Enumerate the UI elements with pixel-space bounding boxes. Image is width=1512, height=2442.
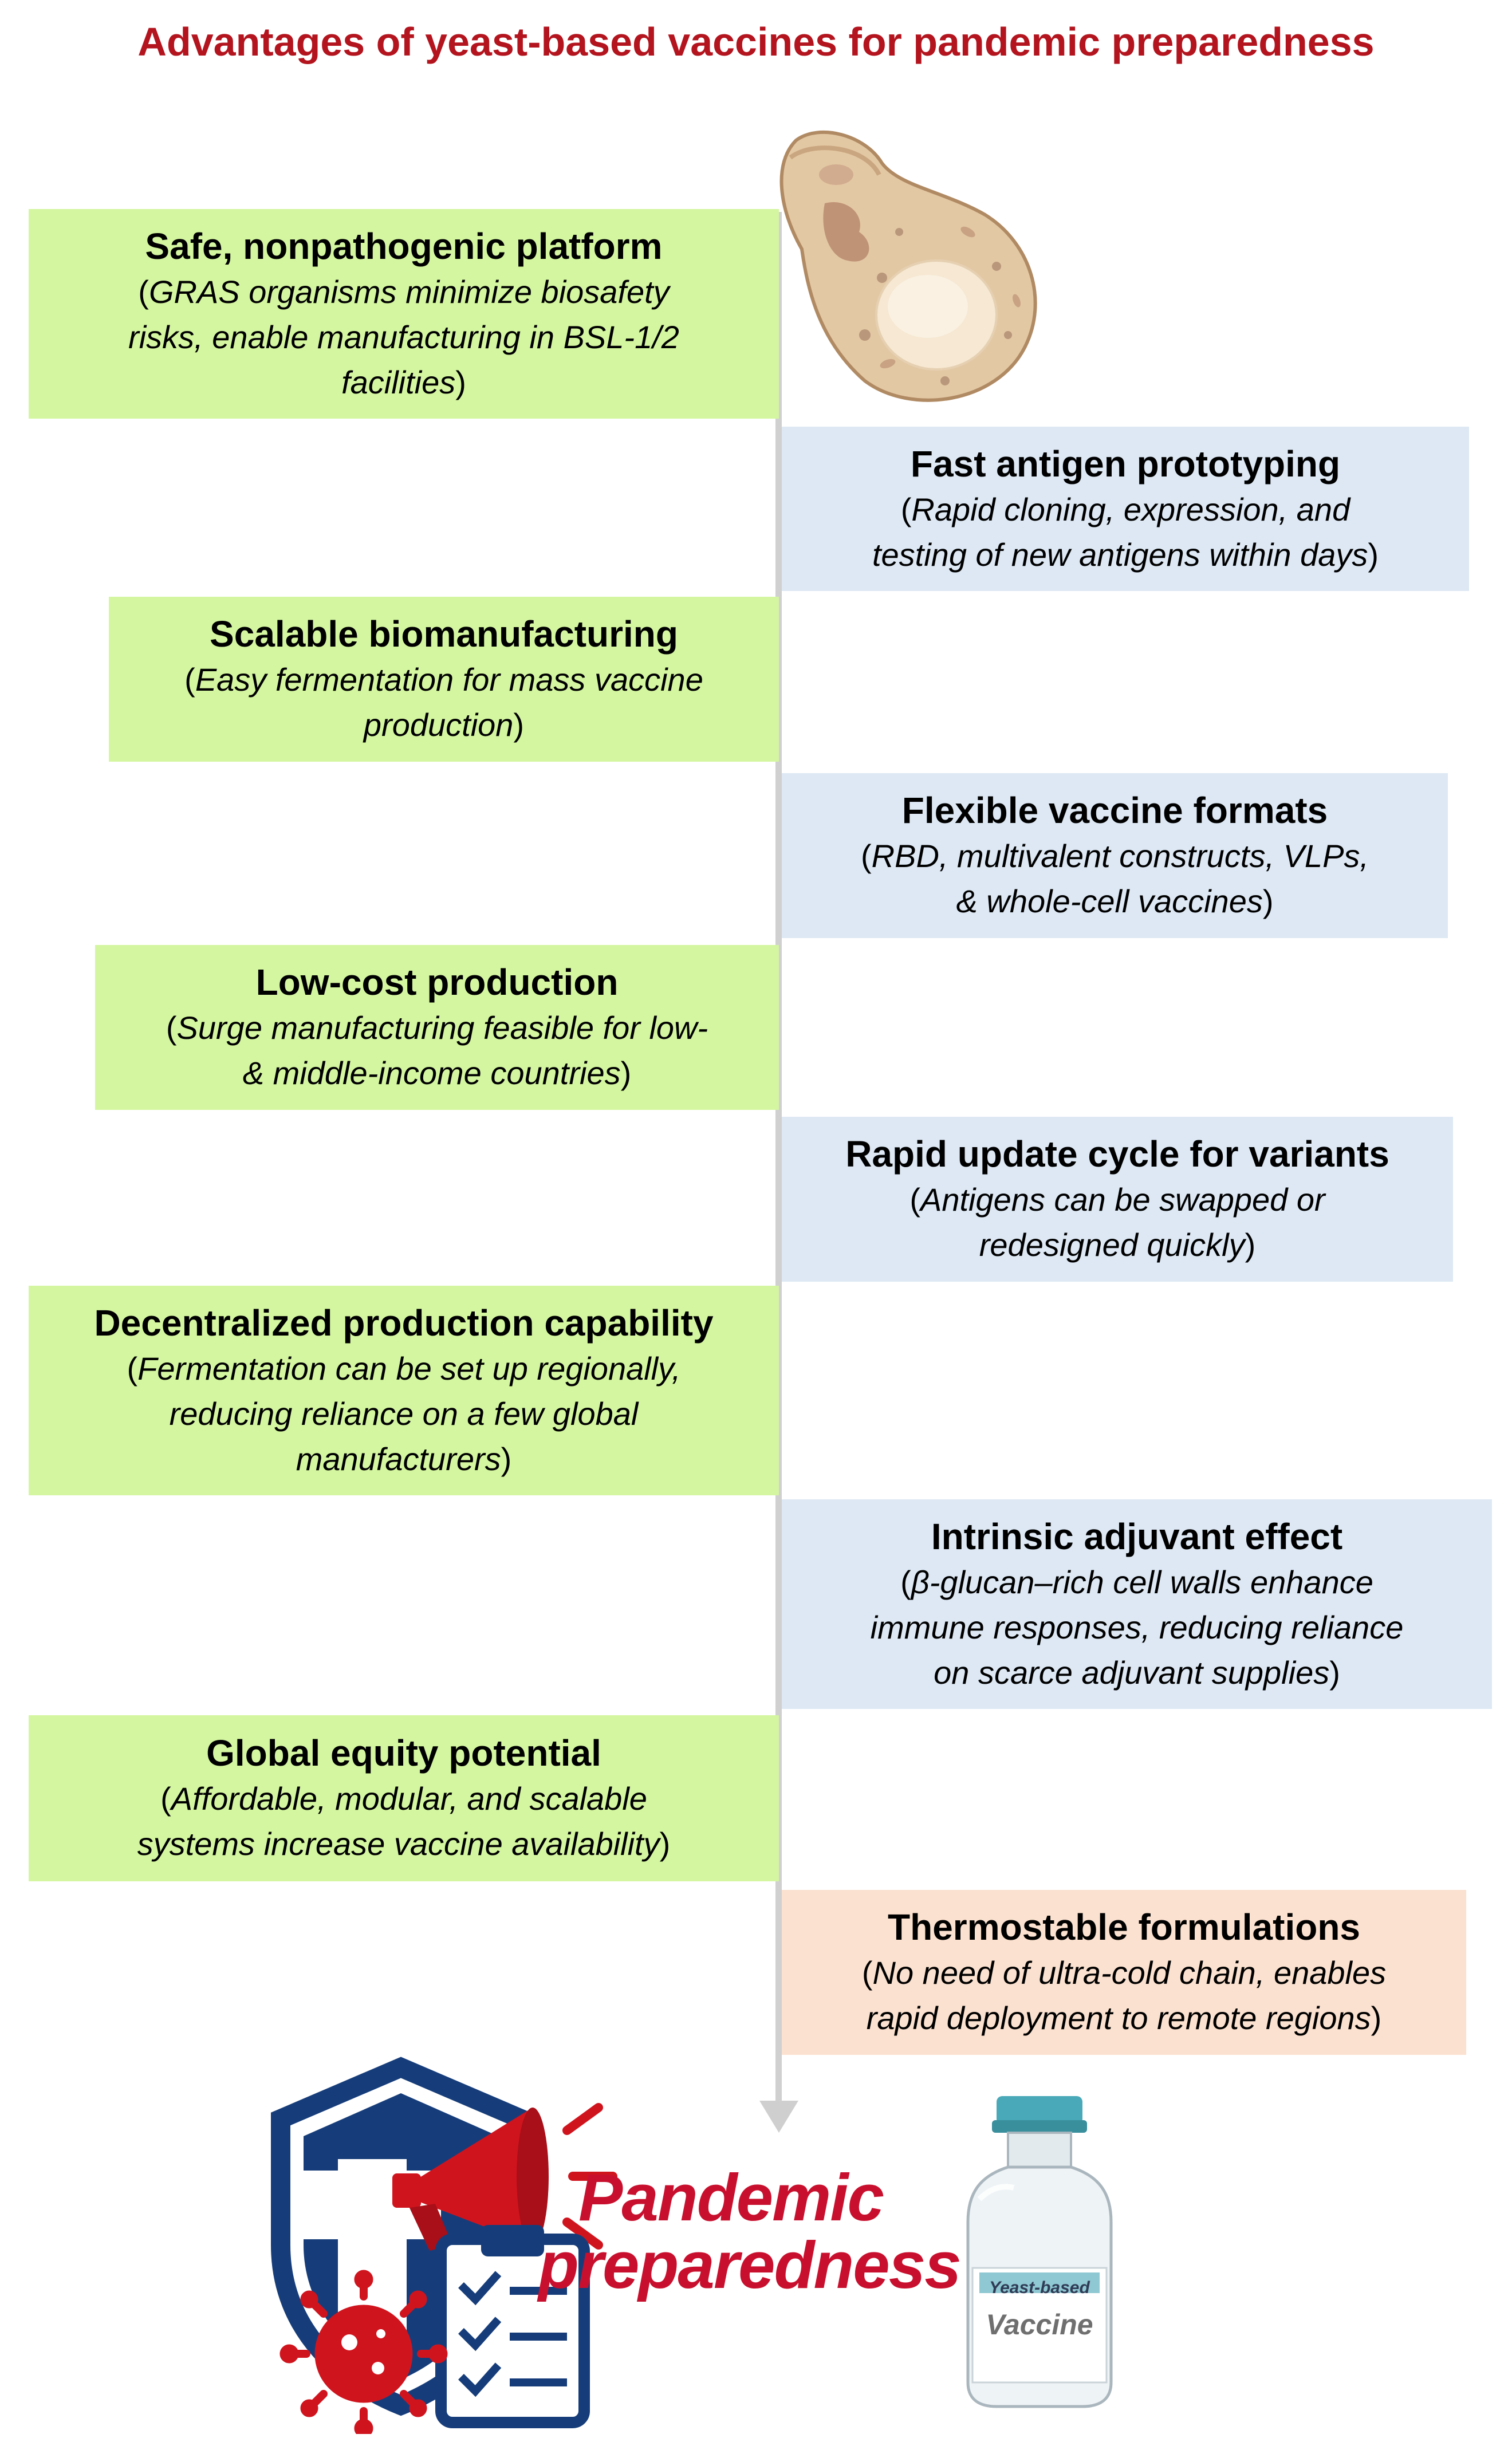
box-title: Flexible vaccine formats — [901, 790, 1328, 831]
box-desc-line: GRAS organisms minimize biosafety — [148, 273, 670, 310]
box-desc-line: β-glucan–rich cell walls enhance — [911, 1563, 1373, 1600]
box-rapid: Rapid update cycle for variants (Antigen… — [782, 1117, 1453, 1282]
box-desc-line: testing of new antigens within days — [872, 536, 1368, 573]
box-title: Decentralized production capability — [94, 1302, 714, 1344]
box-desc-line: facilities — [341, 364, 456, 400]
box-title: Safe, nonpathogenic platform — [145, 225, 663, 267]
box-desc-line: systems increase vaccine availability — [137, 1826, 660, 1862]
page-title: Advantages of yeast-based vaccines for p… — [137, 19, 1375, 64]
box-desc-line: Antigens can be swapped or — [920, 1181, 1325, 1218]
box-desc-line: risks, enable manufacturing in BSL-1/2 — [128, 318, 679, 355]
box-desc-line: manufacturers — [296, 1440, 501, 1477]
box-desc-line: No need of ultra-cold chain, enables — [872, 1955, 1387, 1991]
box-lowcost: Low-cost production (Surge manufacturing… — [95, 945, 779, 1110]
box-title: Thermostable formulations — [888, 1907, 1360, 1948]
virus-icon — [279, 2270, 448, 2434]
box-desc-line: production — [363, 707, 514, 743]
box-desc-line: reducing reliance on a few global — [169, 1395, 639, 1432]
box-desc-line: Easy fermentation for mass vaccine — [195, 661, 703, 698]
box-desc-line: Rapid cloning, expression, and — [911, 491, 1350, 527]
box-thermostable: Thermostable formulations (No need of ul… — [782, 1890, 1466, 2055]
box-flexible: Flexible vaccine formats (RBD, multivale… — [782, 773, 1448, 938]
vaccine-vial-icon — [966, 2096, 1113, 2408]
box-desc-line: redesigned quickly — [979, 1227, 1245, 1263]
box-desc-line: Fermentation can be set up regionally, — [137, 1350, 681, 1387]
pandemic-preparedness-art — [271, 2057, 617, 2434]
box-title: Intrinsic adjuvant effect — [931, 1515, 1343, 1557]
yeast-cell-icon — [779, 131, 1037, 402]
pandemic-label: Pandemic — [578, 2160, 884, 2235]
box-desc-line: Surge manufacturing feasible for low- — [176, 1010, 708, 1046]
box-adjuvant: Intrinsic adjuvant effect (β-glucan–rich… — [782, 1499, 1492, 1709]
timeline-axis — [775, 212, 782, 2102]
vial-label-big: Vaccine — [986, 2309, 1093, 2341]
box-desc-line: & middle-income countries — [242, 1055, 621, 1091]
box-scalable: Scalable biomanufacturing (Easy fermenta… — [109, 597, 779, 762]
box-equity: Global equity potential (Affordable, mod… — [29, 1715, 779, 1881]
box-desc-line: immune responses, reducing reliance — [870, 1609, 1404, 1645]
box-desc-line: on scarce adjuvant supplies — [934, 1654, 1330, 1691]
timeline-arrowhead — [759, 2101, 798, 2133]
box-title: Global equity potential — [206, 1732, 601, 1774]
box-safe: Safe, nonpathogenic platform (GRAS organ… — [29, 209, 779, 419]
box-desc-line: Affordable, modular, and scalable — [171, 1781, 647, 1817]
box-desc-line: & whole-cell vaccines — [956, 883, 1263, 919]
box-desc-line: RBD, multivalent constructs, VLPs, — [871, 838, 1369, 874]
clipboard-checklist-icon — [435, 2225, 590, 2428]
preparedness-label: preparedness — [538, 2228, 962, 2302]
box-desc-line: rapid deployment to remote regions — [866, 2000, 1371, 2036]
box-title: Rapid update cycle for variants — [845, 1133, 1389, 1175]
box-fast: Fast antigen prototyping (Rapid cloning,… — [782, 427, 1469, 591]
box-title: Scalable biomanufacturing — [210, 613, 678, 655]
box-title: Fast antigen prototyping — [910, 443, 1341, 485]
box-title: Low-cost production — [255, 962, 619, 1003]
vial-label-small: Yeast-based — [989, 2278, 1090, 2297]
box-decentralized: Decentralized production capability (Fer… — [29, 1286, 779, 1495]
